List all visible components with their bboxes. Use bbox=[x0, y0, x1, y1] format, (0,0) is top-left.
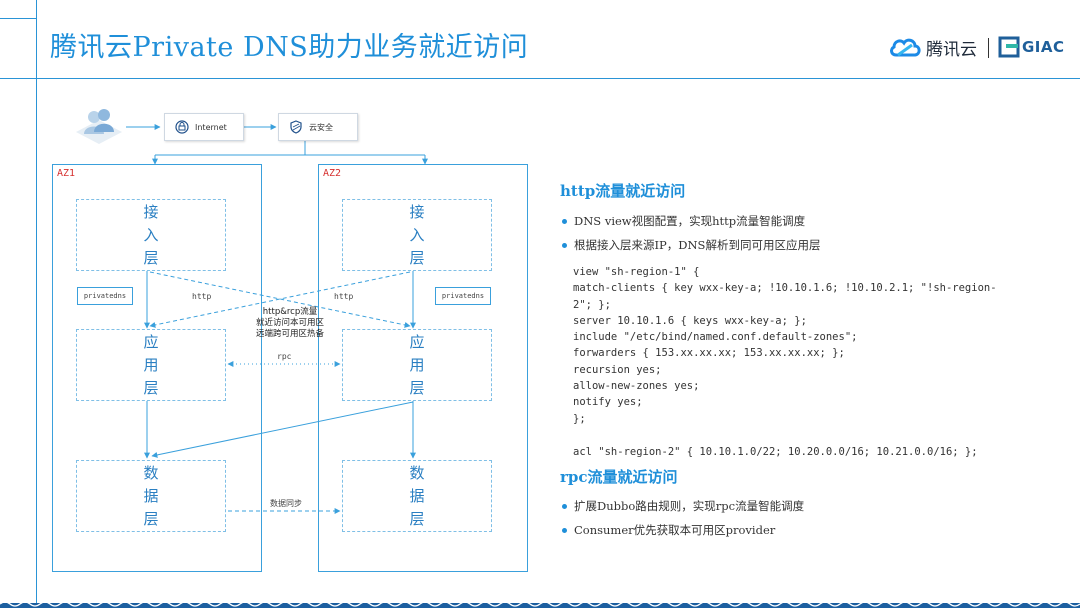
app-layer-label: 应用层 bbox=[143, 332, 159, 397]
tencent-cloud-logo-text: 腾讯云 bbox=[926, 39, 977, 60]
giac-mark-icon bbox=[998, 36, 1020, 58]
page-title: 腾讯云Private DNS助力业务就近访问 bbox=[50, 32, 529, 63]
app-layer-label: 应用层 bbox=[409, 332, 425, 397]
tencent-cloud-icon bbox=[890, 38, 921, 57]
az1-label: AZ1 bbox=[57, 168, 76, 179]
code-line: notify yes; bbox=[573, 396, 643, 409]
az1-app-layer: 应用层 bbox=[76, 329, 226, 401]
frame-line-horizontal bbox=[0, 78, 1080, 79]
traffic-note-line: http&rcp流量 bbox=[262, 307, 318, 317]
code-line: match-clients { key wxx-key-a; !10.10.1.… bbox=[573, 282, 997, 295]
data-layer-label: 数据层 bbox=[143, 463, 159, 528]
az1-access-layer: 接入层 bbox=[76, 199, 226, 271]
frame-line-top bbox=[0, 18, 36, 19]
shield-icon bbox=[290, 120, 302, 134]
tencent-cloud-logo: 腾讯云 bbox=[888, 34, 977, 60]
http-section-title: http流量就近访问 bbox=[560, 182, 686, 200]
traffic-note-line: 远端跨可用区热备 bbox=[255, 329, 324, 339]
bottom-wave-decoration bbox=[0, 601, 1080, 608]
http-bullet: 根据接入层来源IP，DNS解析到同可用区应用层 bbox=[562, 237, 820, 253]
access-layer-label: 接入层 bbox=[143, 202, 159, 267]
rpc-bullet: Consumer优先获取本可用区provider bbox=[562, 522, 775, 538]
http-bullet: DNS view视图配置，实现http流量智能调度 bbox=[562, 213, 805, 229]
bullet-dot-icon bbox=[562, 242, 567, 248]
acl-code-line: acl "sh-region-2" { 10.10.1.0/22; 10.20.… bbox=[573, 446, 978, 458]
bullet-dot-icon bbox=[562, 527, 567, 533]
code-line: }; bbox=[573, 412, 586, 425]
az2-privatedns-tag: privatedns bbox=[435, 287, 491, 305]
bullet-dot-icon bbox=[562, 218, 567, 224]
internet-label: Internet bbox=[195, 122, 227, 132]
traffic-note: http&rcp流量 就近访问本可用区 远端跨可用区热备 bbox=[244, 307, 336, 340]
az2-box bbox=[318, 164, 528, 572]
security-label: 云安全 bbox=[309, 122, 333, 132]
architecture-diagram: Internet 云安全 AZ1 AZ2 接入层 应用层 数据层 接入层 应用层… bbox=[52, 109, 528, 572]
code-line: include "/etc/bind/named.conf.default-zo… bbox=[573, 331, 858, 344]
http-bullet-text: DNS view视图配置，实现http流量智能调度 bbox=[574, 214, 806, 228]
az1-data-layer: 数据层 bbox=[76, 460, 226, 532]
data-layer-label: 数据层 bbox=[409, 463, 425, 528]
rpc-bullet: 扩展Dubbo路由规则，实现rpc流量智能调度 bbox=[562, 498, 804, 514]
lock-globe-icon bbox=[175, 120, 189, 134]
giac-logo-text: GIAC bbox=[1022, 38, 1065, 56]
security-node: 云安全 bbox=[278, 113, 358, 141]
code-line: 2"; }; bbox=[573, 298, 611, 311]
code-line: allow-new-zones yes; bbox=[573, 380, 700, 393]
access-layer-label: 接入层 bbox=[409, 202, 425, 267]
dns-view-config-code: view "sh-region-1" { match-clients { key… bbox=[573, 264, 1043, 427]
rpc-label: rpc bbox=[277, 352, 292, 361]
az2-access-layer: 接入层 bbox=[342, 199, 492, 271]
code-line: recursion yes; bbox=[573, 363, 662, 376]
code-line: forwarders { 153.xx.xx.xx; 153.xx.xx.xx;… bbox=[573, 347, 845, 360]
az2-data-layer: 数据层 bbox=[342, 460, 492, 532]
diagram-connectors bbox=[126, 124, 428, 514]
rpc-bullet-text: Consumer优先获取本可用区provider bbox=[574, 523, 776, 537]
http-label-left: http bbox=[192, 292, 212, 301]
rpc-bullet-text: 扩展Dubbo路由规则，实现rpc流量智能调度 bbox=[574, 499, 805, 513]
code-line: server 10.10.1.6 { keys wxx-key-a; }; bbox=[573, 314, 807, 327]
logo-separator bbox=[988, 38, 989, 58]
http-label-right: http bbox=[334, 292, 354, 301]
bullet-dot-icon bbox=[562, 503, 567, 509]
frame-line-vertical bbox=[36, 0, 37, 608]
giac-logo: GIAC bbox=[998, 34, 1065, 60]
rpc-section-title: rpc流量就近访问 bbox=[560, 468, 678, 486]
data-sync-label: 数据同步 bbox=[270, 499, 302, 508]
az1-box bbox=[52, 164, 262, 572]
traffic-note-line: 就近访问本可用区 bbox=[255, 318, 324, 328]
code-line: view "sh-region-1" { bbox=[573, 266, 700, 278]
az2-app-layer: 应用层 bbox=[342, 329, 492, 401]
internet-node: Internet bbox=[164, 113, 244, 141]
http-bullet-text: 根据接入层来源IP，DNS解析到同可用区应用层 bbox=[574, 238, 821, 252]
az2-label: AZ2 bbox=[323, 168, 342, 179]
users-icon bbox=[76, 109, 122, 144]
az1-privatedns-tag: privatedns bbox=[77, 287, 133, 305]
